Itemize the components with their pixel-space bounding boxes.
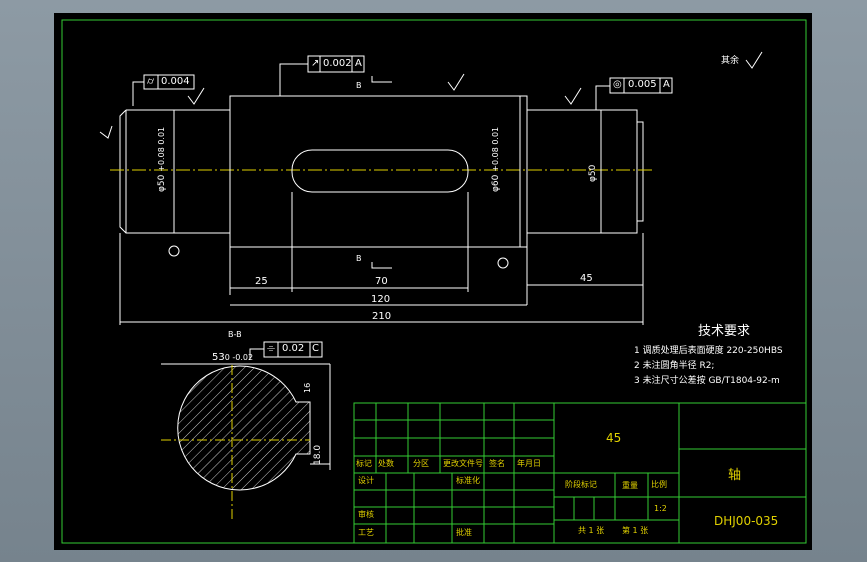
tb-material: 45 — [606, 431, 622, 445]
datum-marker-left — [168, 245, 180, 257]
tol2-symbol: ↗ — [311, 58, 320, 69]
section-marker-bottom: B — [356, 254, 362, 263]
tol4-value: 0.02 — [282, 343, 305, 354]
tb-scale-label: 比例 — [651, 480, 667, 489]
dim-len-210: 210 — [372, 311, 392, 322]
tol4-datum: C — [312, 343, 319, 354]
tolerance-frame-1 — [143, 74, 195, 90]
tb-scale: 1:2 — [654, 504, 667, 513]
tb-stage-label: 阶段标记 — [565, 480, 597, 489]
tb-process: 工艺 — [358, 528, 374, 537]
keyway-slot — [291, 149, 469, 193]
tech-req-item-1: 1 调质处理后表面硬度 220-250HBS — [634, 346, 783, 356]
tb-sheet-no: 第 1 张 — [622, 526, 649, 535]
tb-row-label-2: 处数 — [378, 459, 394, 468]
shaft-main-view — [110, 95, 655, 248]
tb-row-label-4: 更改文件号 — [443, 459, 483, 468]
tolerance-frame-3 — [609, 77, 673, 94]
tol3-datum: A — [663, 79, 670, 90]
tech-req-item-2: 2 未注圆角半径 R2; — [634, 361, 715, 371]
dim-sec-53: 530 -0.02 — [212, 352, 254, 363]
section-view-bb — [161, 363, 331, 522]
tech-req-item-3: 3 未注尺寸公差按 GB/T1804-92-m — [634, 376, 780, 386]
dim-len-25: 25 — [255, 276, 268, 287]
title-block — [353, 402, 807, 544]
tech-req-title: 技术要求 — [698, 324, 751, 339]
dim-d-mid: φ60 +0.08 0.01 — [491, 126, 501, 192]
tb-design: 设计 — [358, 476, 374, 485]
length-dimensions — [119, 192, 644, 325]
roughness-note: 其余 — [721, 56, 740, 66]
tol2-datum: A — [355, 58, 362, 69]
tb-row-label-3: 分区 — [413, 459, 429, 468]
tolerance-frame-2 — [307, 55, 365, 73]
datum-marker-right — [497, 257, 509, 269]
sheet-inner-border — [61, 19, 807, 544]
tol3-value: 0.005 — [628, 79, 657, 90]
dim-d-left: φ50 +0.08 0.01 — [157, 126, 167, 192]
dim-sec-depth: 18.0 — [313, 444, 323, 465]
tb-row-label-5: 签名 — [489, 459, 505, 468]
tb-drawing-no: DHJ00-035 — [714, 514, 779, 528]
tb-review: 审核 — [358, 510, 374, 519]
dim-len-120: 120 — [371, 294, 391, 305]
tb-sheets-total: 共 1 张 — [578, 526, 605, 535]
tol4-symbol: ⌯ — [267, 343, 275, 354]
tb-weight-label: 重量 — [622, 481, 638, 490]
section-marker-top: B — [356, 81, 362, 90]
tol2-value: 0.002 — [323, 58, 352, 69]
tb-row-label-6: 年月日 — [517, 459, 541, 468]
tb-standard: 标准化 — [456, 476, 480, 485]
dim-d-right: φ50 — [588, 164, 598, 182]
dim-len-45: 45 — [580, 273, 593, 284]
tb-part-name: 轴 — [728, 468, 742, 483]
tol1-symbol: ⌭ — [147, 76, 155, 87]
tol3-symbol: ◎ — [613, 79, 622, 90]
tol1-value: 0.004 — [161, 76, 190, 87]
tb-row-label-1: 标记 — [356, 459, 372, 468]
tolerance-frame-4 — [263, 341, 323, 358]
tb-approve: 批准 — [456, 528, 472, 537]
drawing-sheet — [54, 13, 812, 550]
dim-sec-key: 16 — [303, 382, 312, 393]
roughness-symbols — [99, 51, 763, 139]
section-label: B-B — [228, 330, 242, 339]
dim-len-70: 70 — [375, 276, 388, 287]
